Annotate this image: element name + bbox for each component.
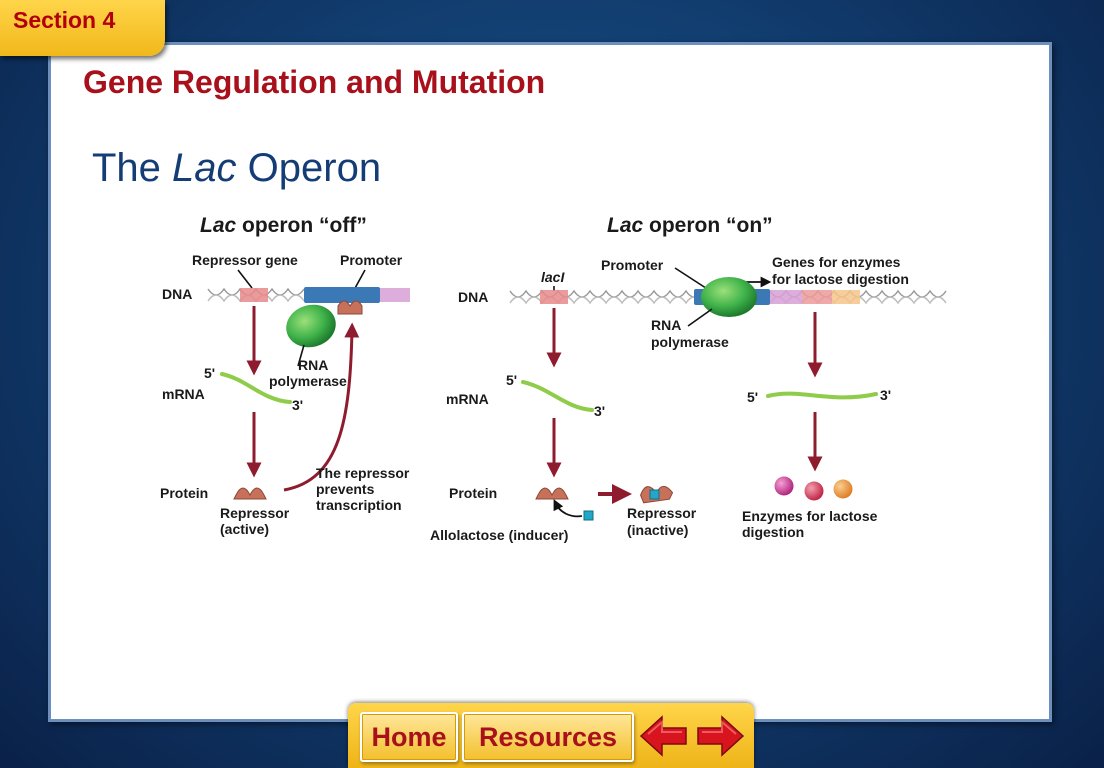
on-rna-pol-pointer: [687, 308, 713, 327]
off-prevents-label-2: prevents: [316, 481, 375, 497]
off-mrna-strand: [220, 372, 292, 404]
off-dna-label: DNA: [162, 286, 192, 302]
off-rna-polymerase: [286, 304, 336, 348]
on-promoter-label: Promoter: [601, 257, 664, 273]
off-five-prime: 5': [204, 365, 215, 381]
off-repressor-label-1: Repressor: [220, 505, 290, 521]
slide-title-prefix: The: [92, 146, 173, 190]
section-label: Section 4: [13, 7, 116, 33]
on-laci-region: [540, 290, 568, 304]
on-five-prime-b: 5': [747, 389, 758, 405]
on-laci-label: lacI: [541, 269, 565, 285]
off-rna-pol-label-2: polymerase: [269, 373, 347, 389]
off-repressor-protein: [233, 487, 267, 500]
off-repressor-gene-region: [240, 288, 268, 302]
off-promoter-pointer: [353, 269, 366, 291]
slide-title: The Lac Operon: [92, 146, 381, 191]
off-rna-pol-pointer: [297, 344, 305, 367]
on-inducer-pointer: [553, 499, 583, 518]
on-rna-pol-label-1: RNA: [651, 317, 681, 333]
off-rna-pol-label-1: RNA: [298, 357, 328, 373]
on-repressor-protein: [535, 487, 569, 500]
slide-panel: [48, 42, 1052, 722]
off-prevents-label-3: transcription: [316, 497, 402, 513]
off-gene-region: [380, 288, 410, 302]
on-rna-polymerase: [701, 277, 757, 317]
on-genes-label-1: Genes for enzymes: [772, 254, 901, 270]
slide-title-suffix: Operon: [236, 146, 382, 190]
on-repressor-label-2: (inactive): [627, 522, 688, 538]
on-five-prime-a: 5': [506, 372, 517, 388]
on-allolactose-label: Allolactose (inducer): [430, 527, 568, 543]
on-enzymes-label-1: Enzymes for lactose: [742, 508, 878, 524]
home-button[interactable]: Home: [360, 712, 458, 762]
on-mrna-label: mRNA: [446, 391, 489, 407]
section-tab: Section 4: [0, 0, 165, 56]
on-enzymes-label-2: digestion: [742, 524, 804, 540]
on-allolactose-molecule: [583, 510, 594, 521]
resources-button[interactable]: Resources: [462, 712, 634, 762]
off-title: Lac operon “off”: [200, 214, 367, 237]
off-repressor-label-2: (active): [220, 521, 269, 537]
on-gene-a-region: [832, 290, 860, 304]
on-enzyme-1: [774, 476, 794, 496]
on-mrna-strand-genes: [766, 391, 878, 400]
on-enzyme-3: [833, 479, 853, 499]
off-mrna-label: mRNA: [162, 386, 205, 402]
chapter-title: Gene Regulation and Mutation: [83, 64, 546, 100]
on-three-prime-b: 3': [880, 387, 891, 403]
on-gene-z-region: [770, 290, 802, 304]
on-genes-label-2: for lactose digestion: [772, 271, 909, 287]
on-rna-pol-label-2: polymerase: [651, 334, 729, 350]
off-bound-repressor: [337, 300, 363, 315]
off-dna-strand: [207, 287, 410, 303]
on-protein-label: Protein: [449, 485, 497, 501]
on-gene-y-region: [802, 290, 832, 304]
right-arrow-icon[interactable]: [694, 713, 746, 759]
left-arrow-icon[interactable]: [638, 713, 690, 759]
off-promoter-region: [304, 287, 380, 303]
off-prevents-label-1: The repressor: [316, 465, 410, 481]
off-repressor-gene-label: Repressor gene: [192, 252, 298, 268]
nav-bar: Home Resources: [348, 703, 754, 768]
off-protein-label: Protein: [160, 485, 208, 501]
on-dna-label: DNA: [458, 289, 488, 305]
on-enzyme-2: [804, 481, 824, 501]
on-title: Lac operon “on”: [607, 214, 773, 237]
on-repressor-label-1: Repressor: [627, 505, 697, 521]
on-mrna-strand-laci: [521, 380, 594, 412]
off-repressor-gene-pointer: [237, 269, 253, 289]
off-repression-arrow: [283, 322, 360, 492]
off-three-prime: 3': [292, 397, 303, 413]
on-three-prime-a: 3': [594, 403, 605, 419]
off-promoter-label: Promoter: [340, 252, 403, 268]
on-bound-allolactose: [649, 489, 660, 500]
slide-title-italic: Lac: [172, 146, 237, 190]
